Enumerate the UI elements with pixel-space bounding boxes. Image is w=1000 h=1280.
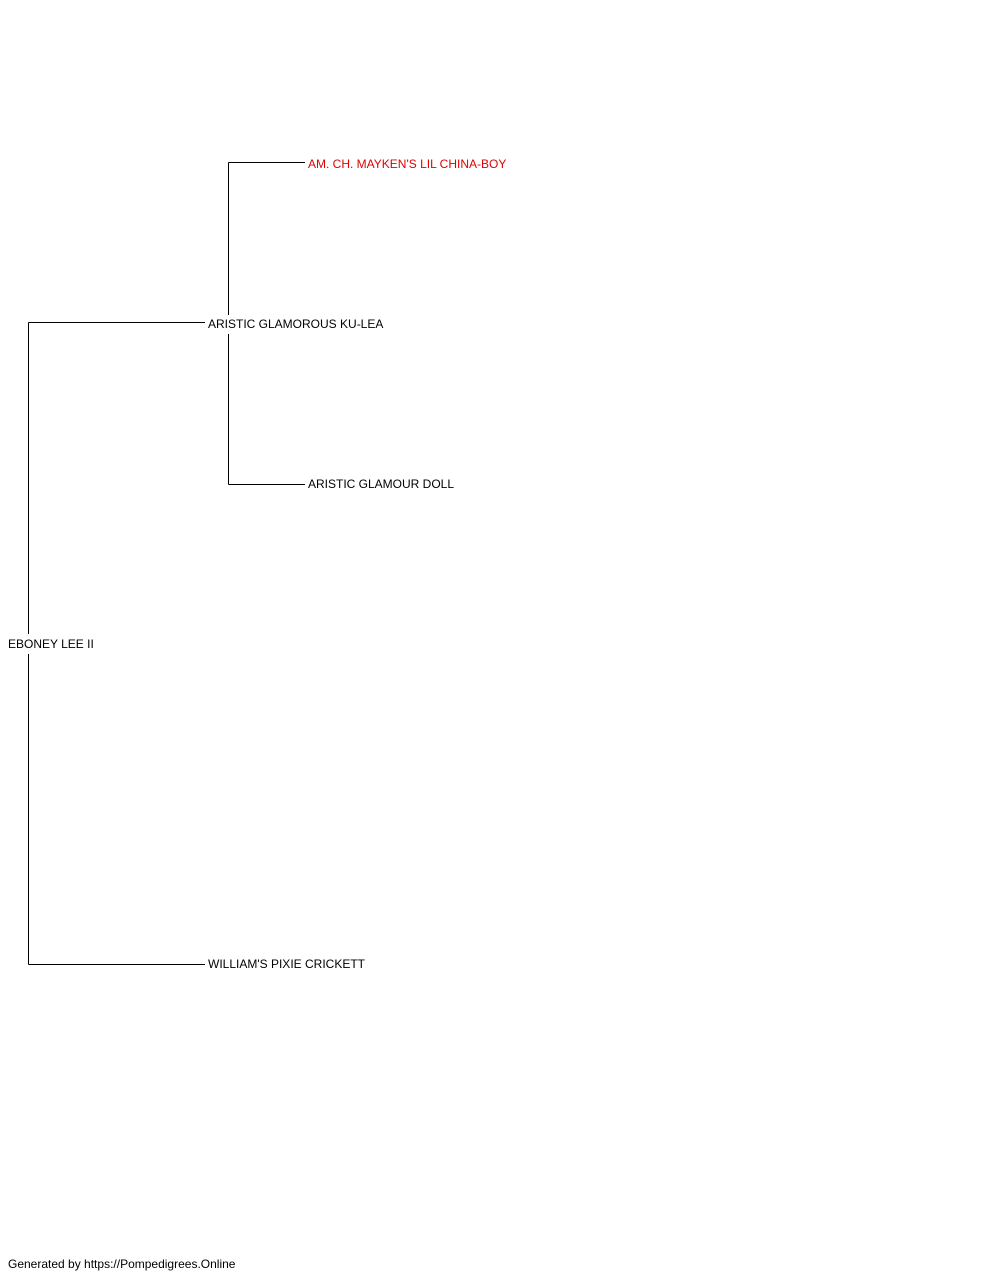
pedigree-node-dam[interactable]: WILLIAM'S PIXIE CRICKETT bbox=[208, 957, 365, 971]
pedigree-node-sire[interactable]: ARISTIC GLAMOROUS KU-LEA bbox=[208, 317, 384, 331]
pedigree-node-sire-sire[interactable]: AM. CH. MAYKEN'S LIL CHINA-BOY bbox=[308, 157, 507, 171]
pedigree-node-sire-dam[interactable]: ARISTIC GLAMOUR DOLL bbox=[308, 477, 455, 491]
pedigree-node-subject[interactable]: EBONEY LEE II bbox=[8, 637, 94, 651]
generated-by-footer: Generated by https://Pompedigrees.Online bbox=[8, 1257, 236, 1271]
